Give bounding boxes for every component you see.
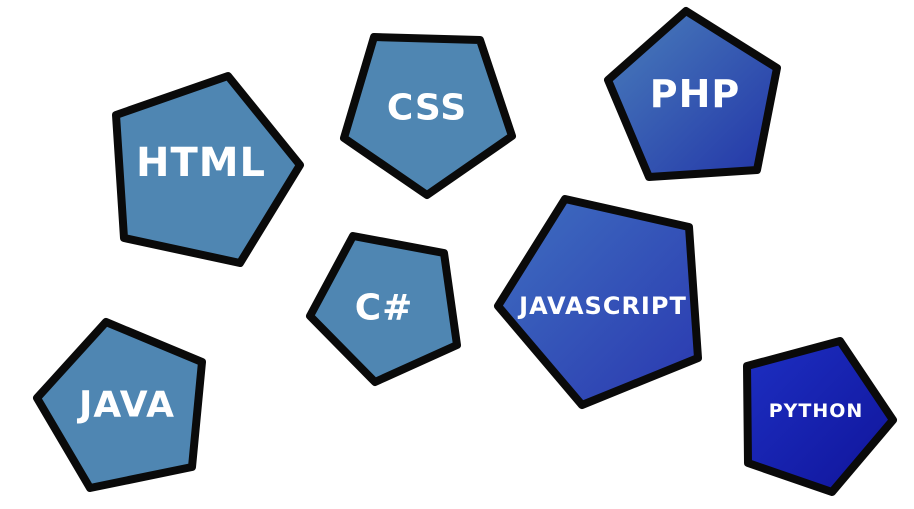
php-pentagon-shape — [604, 7, 781, 181]
csharp-label: C# — [355, 288, 414, 329]
css-pentagon: CSS — [340, 33, 516, 199]
javascript-pentagon: JAVASCRIPT — [494, 195, 702, 409]
css-pentagon-shape — [340, 33, 516, 199]
java-pentagon-shape — [33, 318, 206, 492]
python-pentagon-shape — [743, 337, 897, 496]
csharp-pentagon-shape — [306, 232, 461, 386]
php-pentagon: PHP — [604, 7, 781, 181]
python-pentagon: PYTHON — [743, 337, 897, 496]
java-label: JAVA — [76, 385, 175, 426]
php-label: PHP — [650, 72, 741, 116]
python-label: PYTHON — [769, 400, 864, 422]
csharp-pentagon: C# — [306, 232, 461, 386]
css-label: CSS — [387, 88, 467, 129]
html-label: HTML — [136, 140, 266, 186]
javascript-pentagon-shape — [494, 195, 702, 409]
html-pentagon-shape — [112, 72, 304, 267]
html-pentagon: HTML — [112, 72, 304, 267]
java-pentagon: JAVA — [33, 318, 206, 492]
javascript-label: JAVASCRIPT — [517, 292, 687, 320]
